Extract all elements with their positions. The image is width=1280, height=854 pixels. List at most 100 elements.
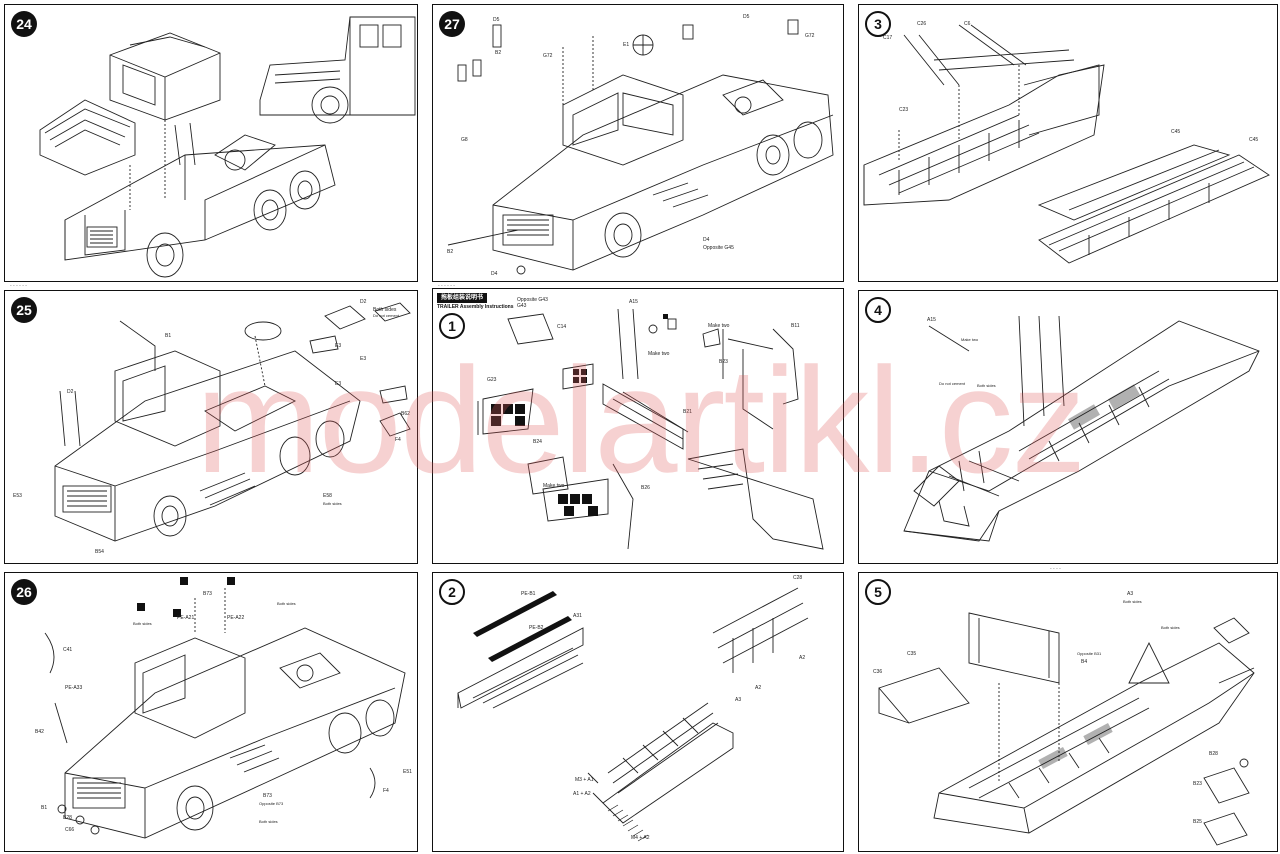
panel-step-26: 26 [4, 572, 418, 852]
part-label: PE-A22 [227, 615, 245, 621]
part-label: M4 + A2 [631, 835, 650, 841]
part-label: Both sides [277, 601, 296, 606]
part-label: E53 [13, 493, 22, 499]
part-label: Both sides [259, 819, 278, 824]
part-label: Opposite G45 [703, 245, 734, 251]
part-label: C41 [63, 647, 73, 653]
panel-trailer-step-1: 拖板组装说明书 TRAILER Assembly Instructions 1 [432, 288, 844, 564]
part-label: C45 [1249, 137, 1259, 143]
truck-fifth-wheel-assembly-drawing [54, 302, 411, 542]
part-label: C26 [917, 21, 927, 27]
trailer-deck-assembly-drawing [863, 24, 1270, 264]
truck-cab-assembly-drawing [39, 16, 416, 278]
part-label: B2 [447, 249, 454, 255]
part-label: A15 [629, 299, 638, 305]
panel-step-27: 27 [432, 4, 844, 282]
part-label: PE-B1 [521, 591, 536, 597]
part-label: C14 [557, 324, 567, 330]
part-label: D4 [703, 237, 710, 243]
step-number: 4 [865, 297, 891, 323]
part-label: B23 [719, 359, 728, 365]
part-label: B24 [533, 439, 542, 445]
part-label: E51 [403, 769, 412, 775]
part-label: D5 [493, 17, 500, 23]
part-label: E3 [335, 343, 342, 349]
part-label: A3 [735, 697, 742, 703]
trailer-frame-assembly-drawing [903, 315, 1260, 542]
step-number: 5 [865, 579, 891, 605]
truck-details-assembly-drawing [44, 577, 406, 839]
step-number: 2 [439, 579, 465, 605]
part-label: Make two [543, 483, 565, 489]
part-label: A15 [927, 317, 936, 323]
part-label: A2 [755, 685, 762, 691]
part-label: A2 [799, 655, 806, 661]
panel-step-5: 5 [858, 572, 1278, 852]
part-label: F4 [383, 788, 389, 794]
part-label: Opposite B31 [1077, 651, 1102, 656]
panel-step-2: 2 PE-B1 PE-B2 A31 [432, 572, 844, 852]
part-label: C28 [793, 575, 803, 581]
part-label: G72 [543, 53, 553, 59]
part-label: B25 [1193, 819, 1202, 825]
part-label: PE-A33 [65, 685, 83, 691]
truck-mirrors-assembly-drawing [447, 19, 834, 275]
part-label: E3 [335, 381, 342, 387]
trailer-gooseneck-assembly-drawing [477, 308, 824, 550]
part-label: D2 [67, 389, 74, 395]
part-label: B28 [1209, 751, 1218, 757]
part-label: B54 [95, 549, 104, 555]
part-label: B28 [63, 815, 72, 821]
part-label: Opposite G43 [517, 297, 548, 303]
part-label: G72 [805, 33, 815, 39]
panel-step-25: 25 [4, 290, 418, 564]
part-label: B11 [791, 323, 800, 329]
part-label: M3 + A1 [575, 777, 594, 783]
part-label: C35 [907, 651, 917, 657]
part-label: B42 [35, 729, 44, 735]
step-number: 26 [11, 579, 37, 605]
part-label: B26 [641, 485, 650, 491]
step-number: 25 [11, 297, 37, 323]
instructions-subheader: TRAILER Assembly Instructions [437, 304, 514, 310]
part-label: B62 [401, 411, 410, 417]
part-label: D2 [360, 299, 367, 305]
part-label: Make two [961, 337, 979, 342]
part-label: Opposite B73 [259, 801, 284, 806]
step-number: 3 [865, 11, 891, 37]
part-label: F4 [395, 437, 401, 443]
step-number: 27 [439, 11, 465, 37]
trailer-floor-plates-assembly-drawing [457, 587, 809, 842]
panel-step-24: 24 [4, 4, 418, 282]
panel-step-4: 4 A15 Make two Do not cement [858, 290, 1278, 564]
part-label: B21 [683, 409, 692, 415]
part-label: B23 [1193, 781, 1202, 787]
trailer-gooseneck-mount-drawing [878, 612, 1255, 846]
part-label: PE-A21 [177, 615, 195, 621]
instructions-header: 拖板组装说明书 [437, 293, 488, 303]
part-label: A3 [1127, 591, 1134, 597]
part-label: Both sides [1161, 625, 1180, 630]
part-label: B4 [1081, 659, 1088, 665]
part-label: Make two [708, 323, 730, 329]
part-label: Both sides [133, 621, 152, 626]
part-label: G8 [461, 137, 468, 143]
part-label: A1 + A2 [573, 791, 591, 797]
step-number: 24 [11, 11, 37, 37]
part-label: B1 [165, 333, 172, 339]
part-label: C6 [964, 21, 971, 27]
part-label: B73 [263, 793, 272, 799]
part-label: C45 [1171, 129, 1181, 135]
part-label: E1 [623, 42, 630, 48]
part-label: C17 [883, 35, 893, 41]
part-label: B1 [41, 805, 48, 811]
part-label: Do not cement [939, 381, 966, 386]
part-label: A31 [573, 613, 582, 619]
part-label: B73 [203, 591, 212, 597]
part-label: Make two [648, 351, 670, 357]
part-label: C36 [873, 669, 883, 675]
part-label: Do not cement [373, 313, 400, 318]
part-label: D4 [491, 271, 498, 277]
part-label: G43 [517, 303, 527, 309]
